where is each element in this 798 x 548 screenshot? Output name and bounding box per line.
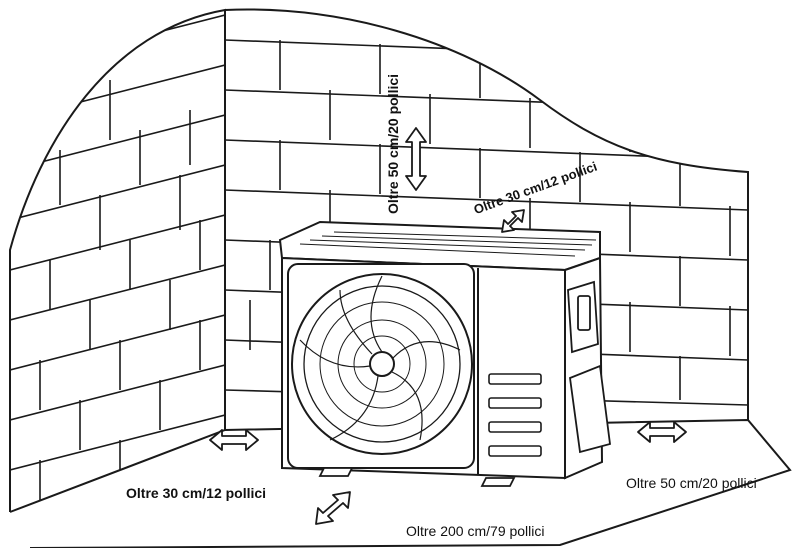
floor: [9, 418, 792, 548]
vertical-double-arrow-icon: [405, 127, 427, 191]
side-valves: [567, 280, 611, 454]
left-wall-bricks: [10, 14, 225, 505]
back-wall-top-curve: [224, 8, 749, 420]
side-vents: [488, 373, 542, 457]
horizontal-double-arrow-icon: [209, 429, 259, 451]
diagonal-double-arrow-icon: [315, 491, 351, 525]
fan-icon: [291, 273, 473, 455]
clearance-label-right: Oltre 50 cm/20 pollici: [626, 475, 757, 491]
clearance-label-top: Oltre 50 cm/20 pollici: [385, 73, 401, 214]
unit-feet: [318, 467, 516, 487]
clearance-label-left: Oltre 30 cm/12 pollici: [126, 485, 267, 501]
diagonal-double-arrow-icon: [501, 209, 525, 233]
outdoor-ac-unit: [278, 220, 604, 480]
clearance-label-front: Oltre 200 cm/79 pollici: [406, 523, 545, 539]
horizontal-double-arrow-icon: [637, 421, 687, 443]
top-grille-lines: [299, 231, 597, 257]
